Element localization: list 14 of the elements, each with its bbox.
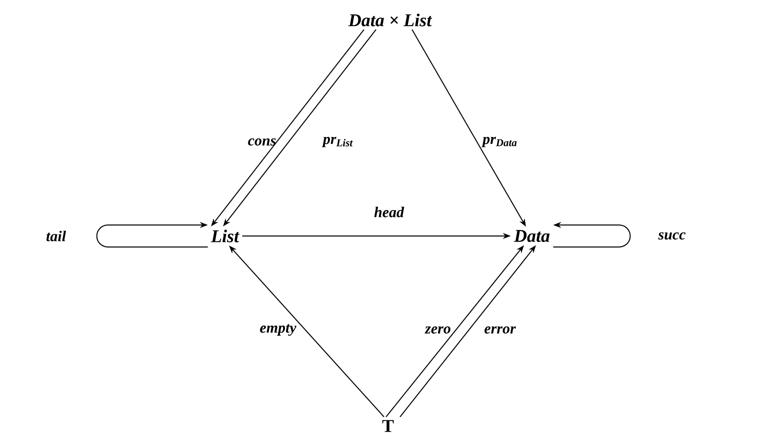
- edge-label: pr$_{Data}$: [482, 136, 517, 148]
- object-label: Data: [514, 230, 550, 242]
- edge-label: succ: [658, 232, 686, 240]
- object-label: List: [210, 230, 240, 242]
- loop-arrow: [96, 222, 208, 248]
- edge-label: pr$_{List}$: [322, 136, 353, 148]
- edge-label: error: [484, 326, 516, 334]
- edge-label: tail: [46, 230, 66, 242]
- object-label: T: [382, 420, 394, 432]
- edge-label: empty: [260, 324, 296, 336]
- object-label: Data × List: [348, 14, 432, 26]
- edge-label: cons: [248, 138, 276, 146]
- edge-label: head: [374, 206, 404, 218]
- edge-label: zero: [424, 326, 450, 334]
